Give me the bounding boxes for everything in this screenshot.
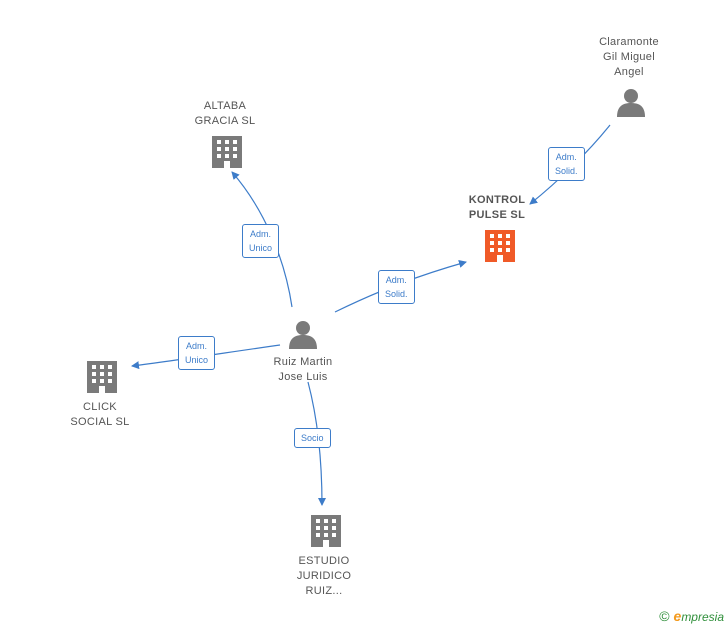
node-label-altaba[interactable]: ALTABA GRACIA SL <box>194 100 256 127</box>
building-icon-estudio[interactable] <box>311 515 341 547</box>
node-label-claramonte[interactable]: Claramonte Gil Miguel Angel <box>599 36 659 78</box>
building-icon-click[interactable] <box>87 361 117 393</box>
person-icon-ruiz[interactable] <box>289 321 317 349</box>
building-icon-altaba[interactable] <box>212 136 242 168</box>
node-label-ruiz[interactable]: Ruiz Martin Jose Luis <box>273 356 333 383</box>
empresia-logo-text: mpresia <box>681 610 724 624</box>
empresia-footer[interactable]: ©empresia <box>659 608 724 624</box>
copyright-icon: © <box>659 608 670 624</box>
edge-label-ruiz-kontrol: Adm. Solid. <box>378 270 415 304</box>
empresia-logo-e: e <box>673 608 682 624</box>
person-icon-claramonte[interactable] <box>617 89 645 117</box>
edge-label-ruiz-estudio: Socio <box>294 428 331 448</box>
building-icon-kontrol[interactable] <box>485 230 515 262</box>
edge-label-ruiz-click: Adm. Unico <box>178 336 216 370</box>
node-label-kontrol[interactable]: KONTROL PULSE SL <box>468 194 526 221</box>
node-label-estudio[interactable]: ESTUDIO JURIDICO RUIZ... <box>296 555 352 597</box>
edge-label-ruiz-altaba: Adm. Unico <box>242 224 280 258</box>
edge-label-claramonte-kontrol: Adm. Solid. <box>548 147 585 181</box>
node-label-click[interactable]: CLICK SOCIAL SL <box>70 401 130 428</box>
